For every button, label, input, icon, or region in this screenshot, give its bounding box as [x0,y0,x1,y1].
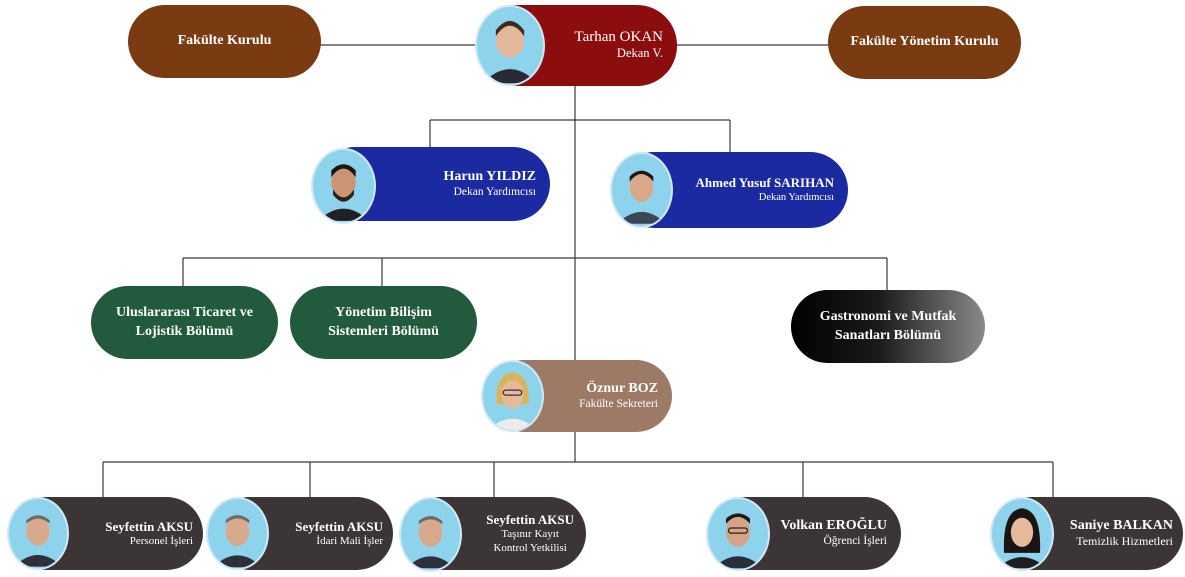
vice-dean-role-1: Dekan Yardımcısı [453,185,536,198]
vice-dean-photo-1 [311,148,376,224]
secretary-photo [481,360,544,432]
staff-photo-3 [399,497,462,572]
secretary-name: Öznur BOZ [586,380,658,396]
mis-department-label: Yönetim Bilişim Sistemleri Bölümü [328,304,439,339]
vice-dean-photo-2 [610,152,673,228]
mis-department-box: Yönetim Bilişim Sistemleri Bölümü [290,286,477,359]
staff-name-4: Volkan EROĞLU [780,518,887,534]
person-photo-icon [617,170,666,224]
gastronomy-department-box: Gastronomi ve Mutfak Sanatları Bölümü [791,290,985,363]
person-photo-icon [482,20,538,84]
faculty-management-board-box: Fakülte Yönetim Kurulu [828,6,1021,79]
staff-photo-1 [7,497,69,570]
staff-photo-5 [990,497,1054,571]
faculty-council-label: Fakülte Kurulu [177,33,272,49]
person-photo-icon [213,514,262,568]
staff-name-3: Seyfettin AKSU [486,511,574,527]
staff-role-5: Temizlik Hizmetleri [1076,534,1173,548]
staff-role-2: İdari Mali İşler [316,534,383,547]
faculty-management-board-label: Fakülte Yönetim Kurulu [850,34,999,50]
person-photo-icon [713,513,763,569]
staff-name-2: Seyfettin AKSU [295,518,383,534]
vice-dean-name-2: Ahmed Yusuf SARIHAN [695,175,834,191]
staff-name-1: Seyfettin AKSU [105,518,193,534]
gastronomy-department-label: Gastronomi ve Mutfak Sanatları Bölümü [819,308,957,343]
person-photo-icon [13,515,63,567]
staff-photo-2 [206,497,269,570]
dean-role: Dekan V. [616,46,663,61]
international-trade-department-label: Uluslararası Ticaret ve Lojistik Bölümü [116,304,253,339]
person-photo-icon [488,372,537,430]
staff-role-1: Personel İşleri [129,534,193,547]
person-photo-icon [318,164,369,221]
vice-dean-name-1: Harun YILDIZ [443,168,536,184]
international-trade-department-box: Uluslararası Ticaret ve Lojistik Bölümü [91,286,278,359]
staff-name-5: Saniye BALKAN [1069,518,1173,533]
faculty-council-box: Fakülte Kurulu [128,5,321,78]
dean-name: Tarhan OKAN [574,29,663,46]
dean-photo [475,5,545,86]
vice-dean-role-2: Dekan Yardımcısı [758,192,834,204]
staff-role-4: Öğrenci İşleri [823,535,887,548]
staff-role-3: Taşınır Kayıt Kontrol Yetkilisi [493,527,567,554]
staff-photo-4 [706,497,770,571]
secretary-role: Fakülte Sekreteri [579,397,658,410]
person-photo-icon [997,508,1047,569]
person-photo-icon [406,515,455,569]
